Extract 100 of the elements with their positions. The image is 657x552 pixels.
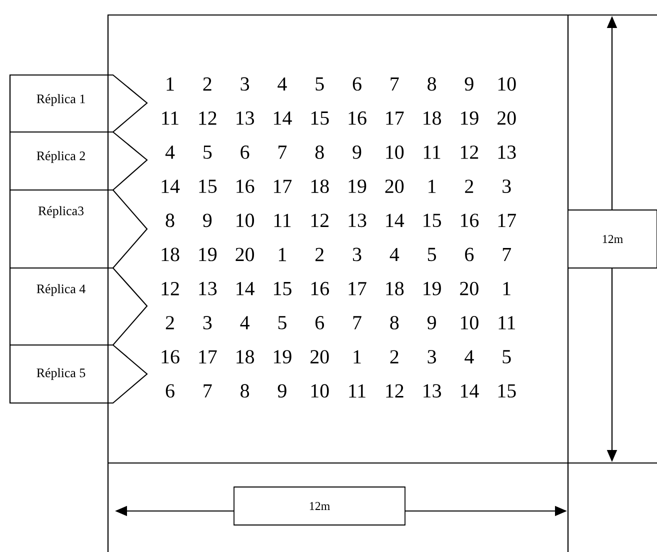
plot-number: 11 bbox=[349, 384, 366, 398]
plot-number: 18 bbox=[386, 282, 404, 296]
plot-number: 2 bbox=[465, 180, 474, 193]
dimension-box: 12m bbox=[234, 486, 406, 526]
plot-number: 9 bbox=[278, 384, 286, 398]
plot-number: 13 bbox=[236, 111, 254, 125]
plot-number: 11 bbox=[162, 112, 178, 125]
plot-number: 5 bbox=[278, 316, 286, 330]
plot-number: 7 bbox=[204, 384, 212, 398]
plot-number: 18 bbox=[424, 111, 441, 125]
plot-number: 10 bbox=[311, 384, 329, 398]
plot-number: 13 bbox=[348, 214, 366, 228]
plot-number: 4 bbox=[240, 316, 250, 330]
plot-number: 18 bbox=[162, 248, 180, 262]
plot-number: 12 bbox=[311, 214, 328, 227]
plot-number: 2 bbox=[390, 350, 398, 364]
plot-number: 20 bbox=[310, 350, 329, 364]
plot-number: 18 bbox=[236, 350, 254, 364]
plot-number: 12 bbox=[199, 112, 216, 125]
plot-number: 17 bbox=[199, 350, 217, 364]
plot-number: 7 bbox=[278, 146, 287, 159]
plot-number: 1 bbox=[503, 282, 510, 296]
plot-number: 4 bbox=[278, 77, 287, 91]
plot-number: 16 bbox=[461, 214, 479, 228]
plot-number: 14 bbox=[236, 282, 254, 296]
plot-number: 13 bbox=[498, 146, 516, 159]
plot-number: 4 bbox=[165, 146, 175, 159]
plot-number: 12 bbox=[461, 146, 478, 159]
plot-number: 5 bbox=[204, 146, 212, 159]
replica-tab: Réplica 5 bbox=[9, 344, 148, 404]
plot-number: 3 bbox=[502, 180, 511, 193]
plot-number: 1 bbox=[166, 77, 174, 91]
plot-number: 20 bbox=[236, 248, 254, 262]
plot-number: 7 bbox=[353, 316, 362, 330]
plot-number: 8 bbox=[166, 214, 174, 228]
plot-number: 1 bbox=[354, 350, 361, 364]
plot-number: 6 bbox=[352, 77, 362, 91]
plot-number: 17 bbox=[386, 112, 404, 125]
plot-number: 13 bbox=[424, 384, 441, 398]
plot-number: 8 bbox=[390, 316, 399, 330]
replica-tab: Réplica 2 bbox=[9, 131, 148, 191]
replica-tab: Réplica3 bbox=[9, 189, 148, 269]
plot-number: 16 bbox=[348, 111, 366, 125]
plot-number: 20 bbox=[385, 180, 404, 193]
plot-number: 10 bbox=[386, 145, 404, 159]
plot-number: 20 bbox=[498, 111, 516, 125]
plot-number: 2 bbox=[166, 316, 174, 330]
plot-number: 19 bbox=[424, 282, 441, 296]
plot-number: 5 bbox=[428, 248, 436, 262]
plot-number: 14 bbox=[386, 214, 404, 227]
plot-number: 19 bbox=[461, 111, 478, 125]
plot-number: 16 bbox=[162, 350, 180, 364]
plot-number: 14 bbox=[461, 384, 479, 398]
plot-number: 11 bbox=[498, 316, 515, 330]
plot-number: 9 bbox=[464, 77, 474, 91]
plot-number: 5 bbox=[502, 350, 511, 364]
plot-number: 2 bbox=[316, 248, 324, 262]
node-label: 12m bbox=[602, 235, 623, 243]
plot-number: 18 bbox=[311, 180, 329, 193]
plot-number: 6 bbox=[166, 384, 174, 398]
plot-number: 17 bbox=[348, 282, 366, 296]
plot-number: 6 bbox=[465, 248, 474, 262]
plot-number: 16 bbox=[311, 282, 329, 296]
plot-number: 7 bbox=[390, 77, 399, 91]
plot-number: 2 bbox=[203, 77, 212, 91]
plot-number: 8 bbox=[240, 384, 250, 398]
plot-number: 14 bbox=[162, 180, 180, 193]
plot-number: 4 bbox=[464, 350, 474, 364]
plot-number: 19 bbox=[348, 180, 366, 193]
plot-number: 12 bbox=[386, 384, 404, 398]
plot-number: 11 bbox=[424, 146, 440, 159]
plot-number: 6 bbox=[315, 316, 324, 330]
plot-number: 4 bbox=[390, 248, 400, 262]
plot-number: 10 bbox=[498, 77, 516, 91]
plot-number: 12 bbox=[162, 282, 179, 296]
plot-number: 13 bbox=[199, 282, 217, 296]
plot-number: 8 bbox=[315, 145, 324, 159]
plot-number: 3 bbox=[352, 248, 362, 262]
plot-number: 9 bbox=[352, 146, 362, 159]
plot-number: 7 bbox=[502, 248, 512, 262]
plot-number: 3 bbox=[428, 350, 436, 364]
plot-number: 6 bbox=[240, 146, 250, 159]
plot-number: 1 bbox=[428, 180, 436, 193]
plot-number: 15 bbox=[199, 180, 217, 193]
plot-number: 9 bbox=[427, 316, 436, 330]
plot-number: 3 bbox=[240, 77, 249, 91]
plot-number: 3 bbox=[203, 316, 212, 330]
dimension-box: 12m bbox=[568, 210, 657, 268]
plot-number: 19 bbox=[274, 350, 292, 364]
plot-number: 10 bbox=[461, 316, 478, 330]
plot-number: 20 bbox=[460, 282, 478, 296]
plot-number: 14 bbox=[274, 112, 292, 125]
plot-number: 17 bbox=[274, 180, 292, 193]
replica-tab: Réplica 1 bbox=[9, 74, 148, 133]
plot-number: 19 bbox=[199, 248, 217, 262]
plot-number: 15 bbox=[498, 384, 516, 398]
plot-number: 15 bbox=[424, 214, 441, 228]
plot-number: 17 bbox=[498, 214, 516, 227]
plot-number: 15 bbox=[311, 111, 329, 125]
plot-number: 8 bbox=[428, 77, 436, 91]
